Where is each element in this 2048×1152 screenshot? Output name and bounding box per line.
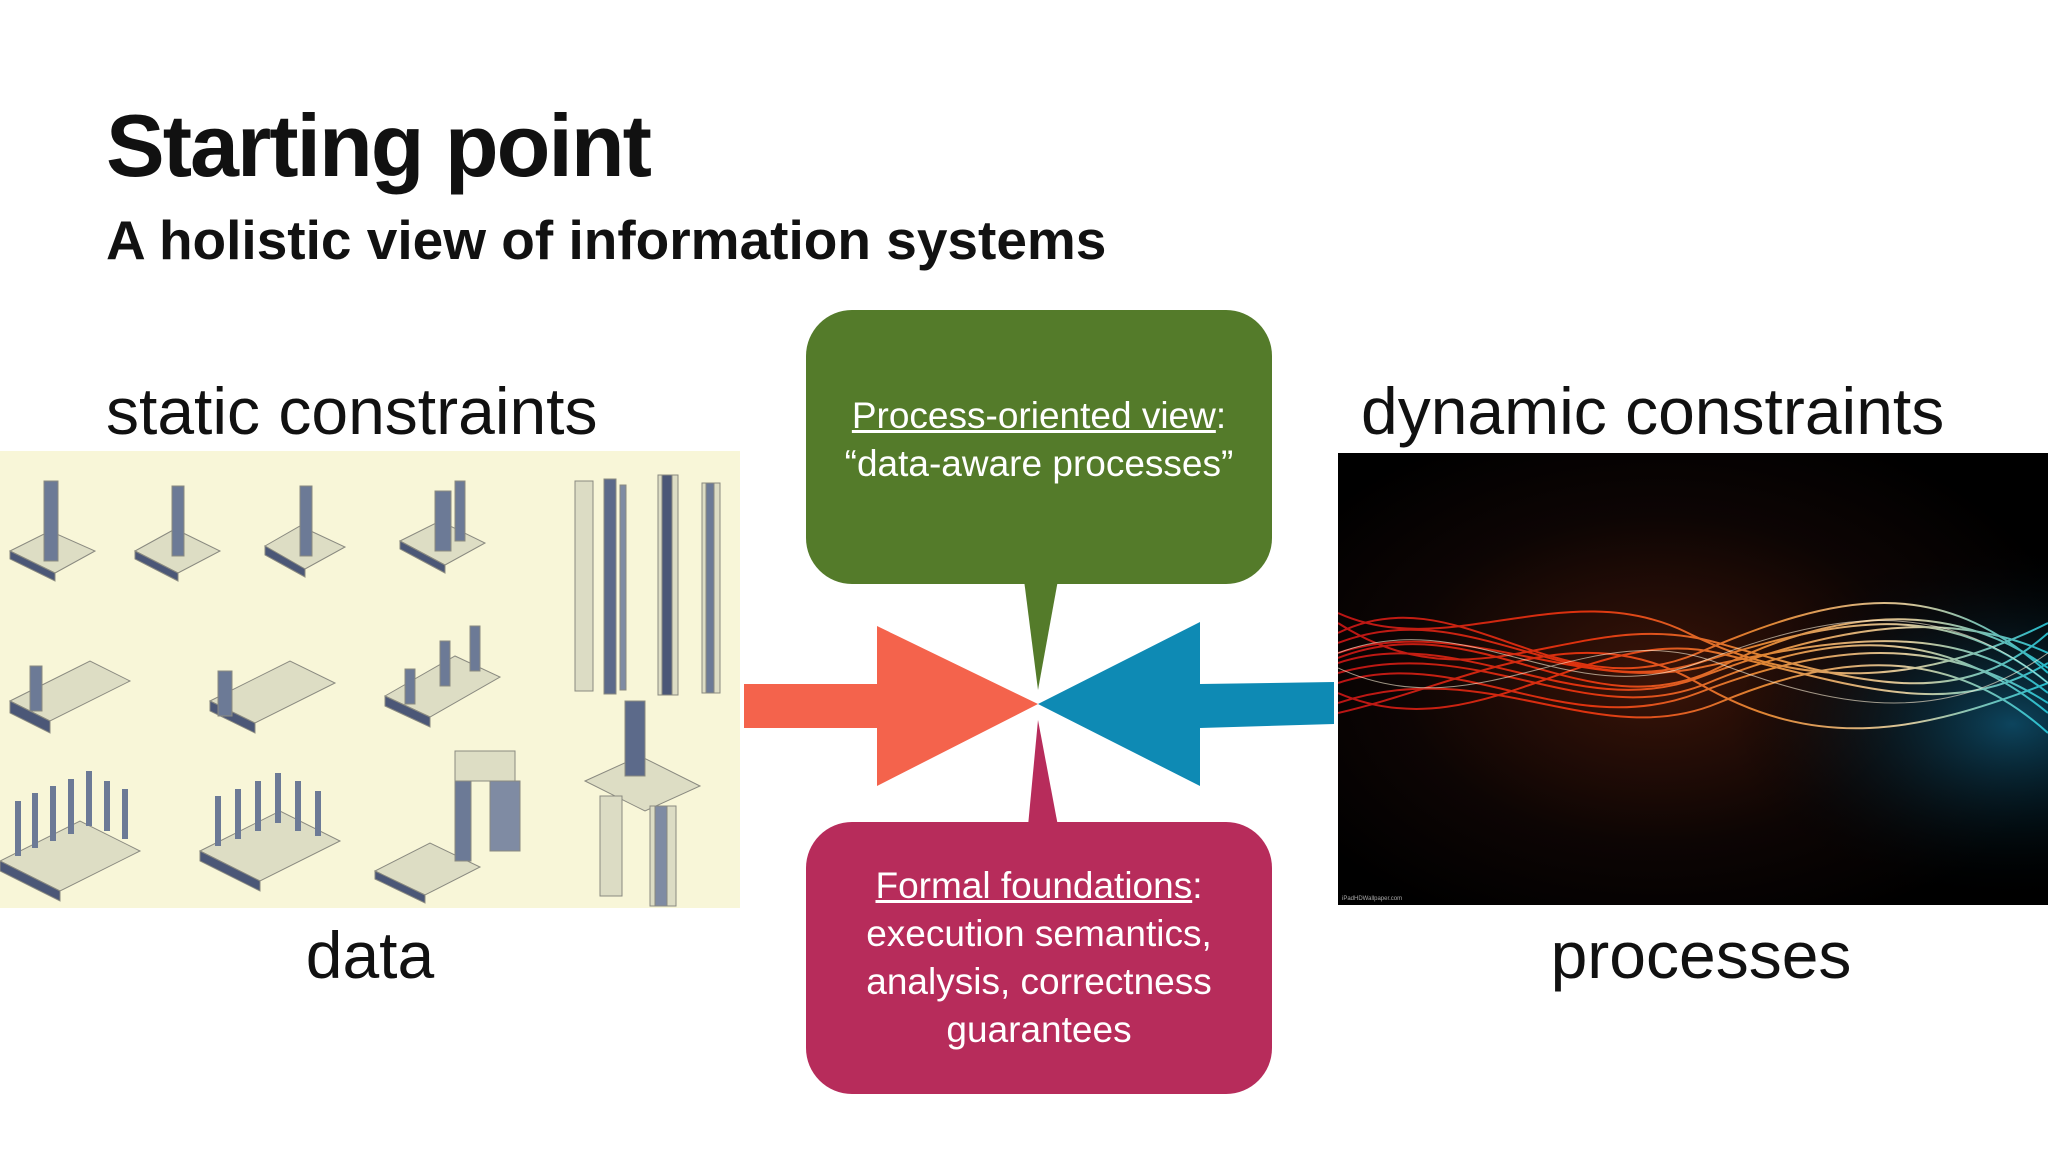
process-oriented-view-bubble: Process-oriented view: “data-aware proce… [806, 310, 1272, 584]
data-aware-processes-text: “data-aware processes” [844, 443, 1234, 484]
bubble-line: execution semantics, [866, 913, 1212, 954]
process-oriented-view-heading: Process-oriented view [851, 395, 1216, 436]
colon: : [1215, 395, 1227, 436]
bottom-bubble-tail [1028, 720, 1058, 826]
colon: : [1192, 865, 1203, 906]
left-arrow [744, 626, 1038, 786]
top-bubble-tail [1024, 580, 1058, 690]
data-label: data [305, 918, 435, 992]
dynamic-constraints-label: dynamic constraints [1361, 374, 1945, 448]
bubble-line: analysis, correctness [866, 961, 1212, 1002]
slide-title: Starting point [106, 96, 652, 195]
data-blocks-image [0, 451, 740, 908]
slide-subtitle: A holistic view of information systems [106, 209, 1107, 271]
image-credit: iPadHDWallpaper.com [1342, 896, 1403, 902]
processes-label: processes [1550, 918, 1852, 992]
formal-foundations-bubble: Formal foundations: execution semantics,… [806, 822, 1272, 1094]
formal-foundations-heading: Formal foundations [875, 865, 1193, 906]
right-arrow [1038, 622, 1334, 786]
process-waves-image [1338, 453, 2048, 905]
static-constraints-label: static constraints [106, 374, 598, 448]
bubble-line: guarantees [946, 1009, 1132, 1050]
